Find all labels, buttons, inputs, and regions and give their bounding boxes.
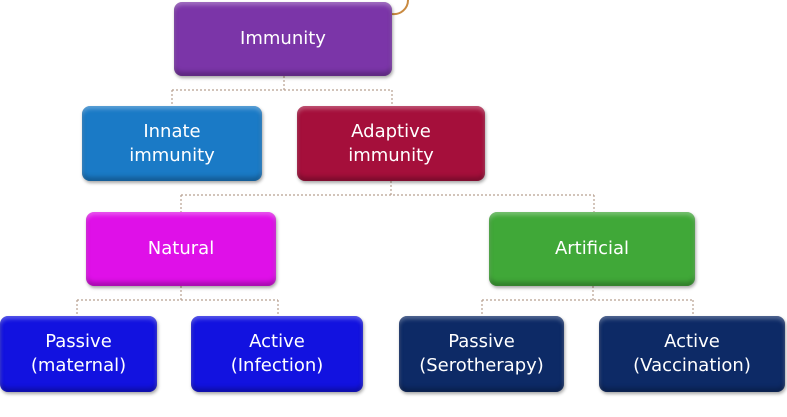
node-active-infection: Active (Infection) [191,316,363,392]
node-artificial: Artificial [489,212,695,286]
connector-immunity [171,76,393,106]
node-label: Active (Vaccination) [633,331,751,376]
node-label: Immunity [240,28,326,49]
decorative-arc [391,0,410,16]
node-label: Natural [147,238,215,259]
node-label: Active (Infection) [230,331,324,376]
node-adaptive-immunity: Adaptive immunity [297,106,485,181]
node-immunity: Immunity [174,2,392,76]
node-label: Adaptive immunity [348,120,434,166]
connector-natural [76,286,279,316]
node-active-vaccination: Active (Vaccination) [599,316,785,392]
node-label: Passive (maternal) [30,331,127,376]
connector-adaptive [180,181,595,212]
node-natural: Natural [86,212,276,286]
node-label: Artificial [554,238,630,259]
node-innate-immunity: Innate immunity [82,106,262,181]
node-label: Passive (Serotherapy) [419,331,544,376]
node-passive-maternal: Passive (maternal) [0,316,157,392]
connector-artificial [481,286,694,316]
node-passive-serotherapy: Passive (Serotherapy) [399,316,564,392]
node-label: Innate immunity [129,120,215,166]
